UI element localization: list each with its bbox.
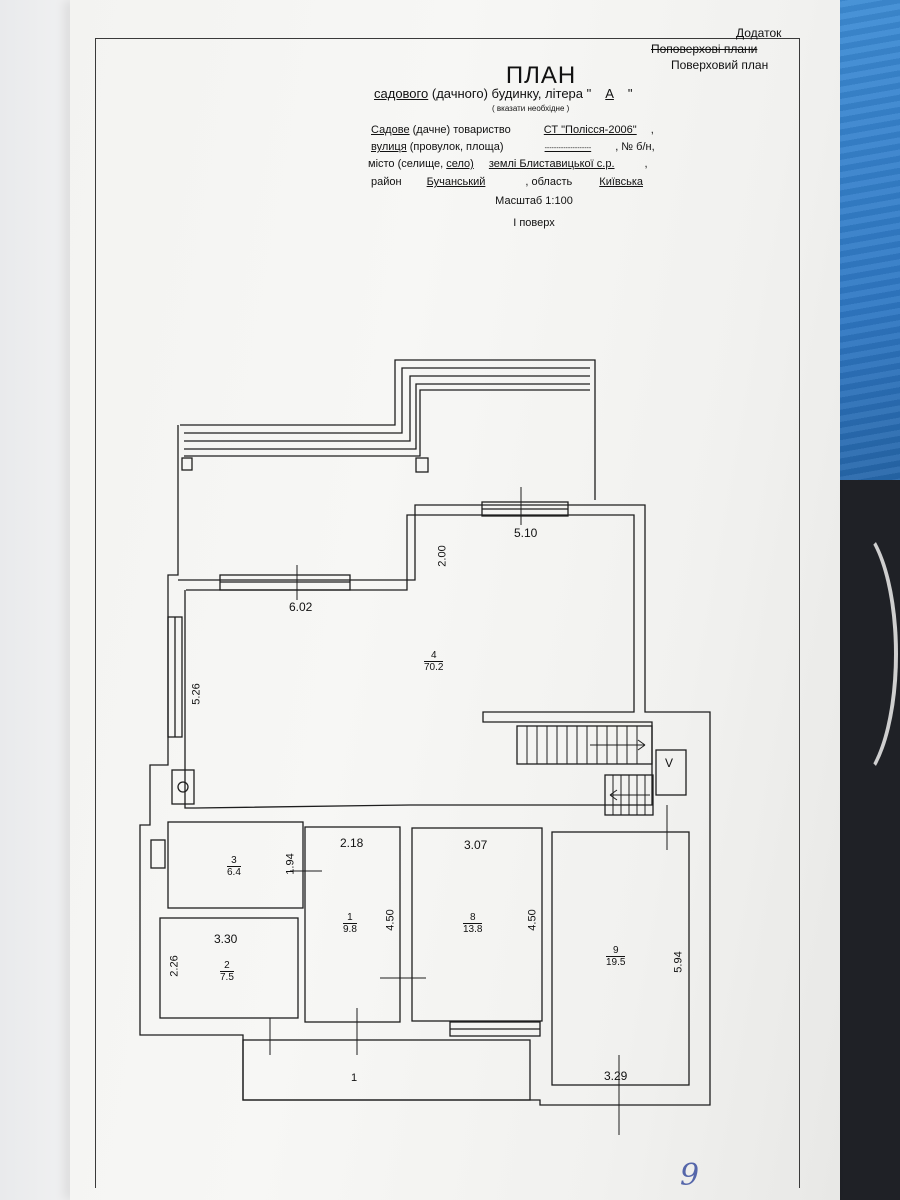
room-1-wall <box>304 826 401 1023</box>
street-row: вулиця (провулок, площа) ---------------… <box>371 141 655 153</box>
dim-room2-height: 2.26 <box>168 955 181 977</box>
room-area: 6.4 <box>227 867 241 878</box>
room-area: 7.5 <box>220 972 234 983</box>
district-label: район <box>371 176 402 188</box>
terrace-label: 1 <box>351 1072 358 1084</box>
society-row: Садове (дачне) товариство СТ "Полісся-20… <box>371 124 654 136</box>
toilet-bowl <box>177 781 189 793</box>
floor-plans-crossed: Поповерхові плани <box>651 42 758 56</box>
society-label-b: (дачне) товариство <box>412 124 511 136</box>
dim-room1-width: 2.18 <box>340 836 364 850</box>
page-frame <box>95 38 800 1188</box>
room-8-wall <box>411 827 543 1022</box>
city-value: землі Блиставицької с.р. <box>488 158 615 170</box>
stair-landing <box>655 749 687 796</box>
room-area: 13.8 <box>463 924 483 935</box>
dim-room9-height: 5.94 <box>672 951 685 973</box>
post <box>181 457 193 471</box>
porch-outline <box>180 359 596 500</box>
litera-value: А <box>605 86 614 101</box>
stair-treads-lower <box>609 775 650 815</box>
stair-treads-upper <box>526 726 646 764</box>
number-label: , № б/н <box>615 141 652 153</box>
room-9-wall <box>551 831 690 1086</box>
note: ( вказати необхідне ) <box>492 104 570 113</box>
porch-line <box>184 367 590 434</box>
room-area: 19.5 <box>606 957 626 968</box>
outer-wall <box>139 425 711 1106</box>
street-value: -------------------- <box>544 145 592 152</box>
page-title: ПЛАН <box>505 62 577 89</box>
terrace <box>242 1039 531 1101</box>
subtitle-prefix: садового <box>374 86 429 101</box>
dim-room2-width: 3.30 <box>214 932 238 946</box>
scale: Масштаб 1:100 <box>495 195 573 207</box>
document-page <box>70 0 840 1200</box>
dim-top-height: 2.00 <box>436 545 449 567</box>
room-area: 9.8 <box>343 924 357 935</box>
toilet <box>171 769 195 805</box>
inner-wall <box>184 514 653 809</box>
stair-direction-letter: V <box>665 756 674 770</box>
dim-top-width: 5.10 <box>514 526 538 540</box>
region-label: , область <box>525 176 573 188</box>
stairs-upper <box>516 725 653 765</box>
room-number: 3 <box>227 855 241 867</box>
street-label-b: (провулок, площа) <box>409 141 504 153</box>
society-value: СТ "Полісся-2006" <box>543 124 637 136</box>
subtitle: садового (дачного) будинку, літера " А " <box>374 86 633 101</box>
district-value: Бучанський <box>426 176 486 188</box>
porch-line <box>184 375 590 442</box>
region-value: Київська <box>599 176 644 188</box>
floor-label: І поверх <box>513 217 555 229</box>
city-row: місто (селище, село) землі Блиставицької… <box>368 158 648 170</box>
dim-room8-width: 3.07 <box>464 838 488 852</box>
district-row: район Бучанський , область Київська <box>371 176 659 188</box>
page-number: 9 <box>680 1158 700 1193</box>
room-area: 70.2 <box>424 662 444 673</box>
cable <box>800 520 898 788</box>
dim-room8-height: 4.50 <box>526 909 539 931</box>
society-label-a: Садове <box>371 124 410 136</box>
appendix-label: Додаток <box>736 26 782 40</box>
room-number: 4 <box>424 650 444 662</box>
dim-room3-height: 1.94 <box>284 853 297 875</box>
city-label-a: місто (селище, <box>368 158 447 170</box>
porch-line <box>184 383 590 450</box>
dim-room9-width: 3.29 <box>604 1069 628 1083</box>
dim-left-height: 5.26 <box>190 683 203 705</box>
dim-room1-height: 4.50 <box>384 909 397 931</box>
window <box>150 839 166 869</box>
room-number: 9 <box>606 945 626 957</box>
city-label-b: село) <box>446 158 474 170</box>
room-2-wall <box>159 917 299 1019</box>
room-number: 1 <box>343 912 357 924</box>
room-number: 2 <box>220 960 234 972</box>
dim-left-width: 6.02 <box>289 600 313 614</box>
street-label-a: вулиця <box>371 141 407 153</box>
room-number: 8 <box>463 912 483 924</box>
porch-line <box>184 389 590 457</box>
subtitle-middle: (дачного) будинку, літера " <box>431 86 592 101</box>
room-3-wall <box>167 821 304 909</box>
subtitle-end: " <box>627 86 633 101</box>
floor-plan-label: Поверховий план <box>671 58 769 72</box>
post <box>415 457 429 473</box>
